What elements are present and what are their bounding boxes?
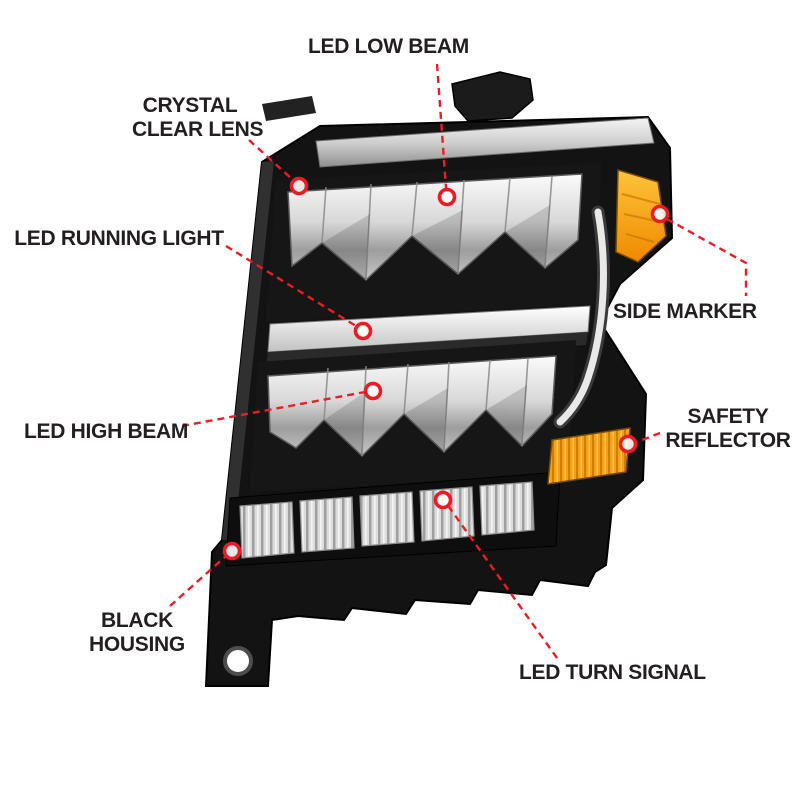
callout-label-safety-reflector: SAFETY REFLECTOR <box>662 405 794 453</box>
leader-side-marker <box>666 217 748 296</box>
callout-label-line: REFLECTOR <box>665 429 791 452</box>
callout-label-line: CRYSTAL <box>142 94 238 117</box>
callout-label-led-low-beam: LED LOW BEAM <box>308 35 469 58</box>
safety-reflector-lens <box>547 427 631 485</box>
side-marker-lens <box>615 168 667 263</box>
callout-label-led-running-light: LED RUNNING LIGHT <box>14 227 224 250</box>
leader-crystal-clear-lens <box>248 139 294 181</box>
mounting-tab-hole <box>223 646 253 676</box>
callout-label-line: CLEAR LENS <box>132 118 264 141</box>
callout-marker-led-low-beam <box>437 187 457 207</box>
low-beam-facet-shading <box>322 205 550 280</box>
callout-label-black-housing: BLACK HOUSING <box>85 609 189 657</box>
chrome-trim-strip <box>315 117 655 168</box>
mounting-bracket-top <box>451 71 534 122</box>
led-high-beam-reflectors <box>267 355 557 458</box>
leader-led-turn-signal <box>448 506 558 659</box>
mounting-bracket-left <box>262 96 316 121</box>
callout-label-side-marker: SIDE MARKER <box>613 300 757 323</box>
callout-marker-led-turn-signal <box>433 490 453 510</box>
leader-led-low-beam <box>435 63 448 189</box>
high-beam-facet-seams <box>323 357 529 457</box>
leader-led-running-light <box>225 244 357 328</box>
callout-marker-side-marker <box>650 204 670 224</box>
callout-marker-crystal-clear-lens <box>289 176 309 196</box>
leader-black-housing <box>169 555 227 607</box>
callout-label-led-high-beam: LED HIGH BEAM <box>24 420 189 443</box>
callout-label-crystal-clear-lens: CRYSTAL CLEAR LENS <box>132 94 264 142</box>
high-beam-facet-shading <box>324 385 527 456</box>
drl-light-guide-core <box>556 208 607 426</box>
callout-marker-led-high-beam <box>363 381 383 401</box>
callout-label-line: BLACK <box>101 609 173 632</box>
callout-marker-black-housing <box>222 541 242 561</box>
callout-label-line: SAFETY <box>687 405 769 428</box>
low-beam-facet-seams <box>321 175 553 281</box>
callout-label-line: HOUSING <box>89 633 185 656</box>
callout-label-led-turn-signal: LED TURN SIGNAL <box>519 661 706 684</box>
leader-safety-reflector <box>636 431 661 444</box>
housing-left-edge <box>222 161 274 540</box>
headlight-illustration <box>204 71 674 687</box>
turn-signal-fluted-segments <box>239 481 535 559</box>
callout-marker-led-running-light <box>353 321 373 341</box>
callout-marker-safety-reflector <box>618 434 638 454</box>
